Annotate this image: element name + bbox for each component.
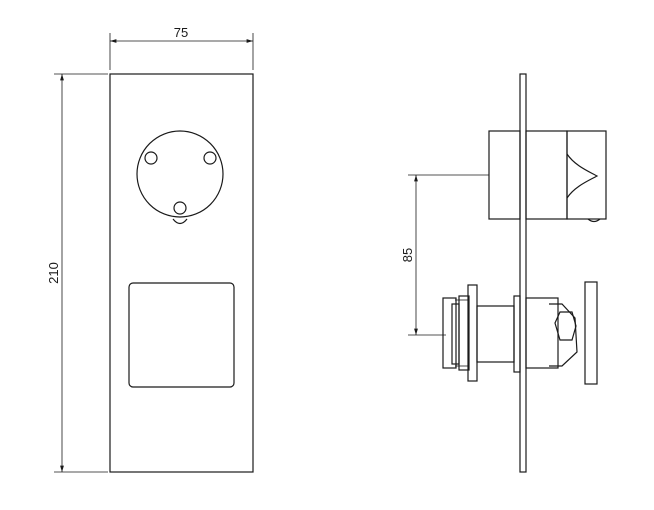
width-label: 75 <box>174 25 188 40</box>
height-dimension: 210 <box>46 73 108 473</box>
upper-housing <box>488 130 607 223</box>
wall-plate <box>519 73 527 473</box>
width-dimension: 75 <box>109 25 254 70</box>
knob-screw-bottom <box>173 201 187 215</box>
lower-cartridge <box>442 281 598 385</box>
knob-screw-left <box>144 151 158 165</box>
knob-screw-right <box>203 151 217 165</box>
square-button <box>128 282 235 388</box>
height-label: 210 <box>46 262 61 284</box>
offset-label: 85 <box>400 248 415 262</box>
offset-dimension: 85 <box>400 174 489 336</box>
faceplate-outline <box>109 73 254 473</box>
side-view <box>442 73 607 473</box>
front-view <box>109 73 254 473</box>
round-knob <box>136 130 224 225</box>
